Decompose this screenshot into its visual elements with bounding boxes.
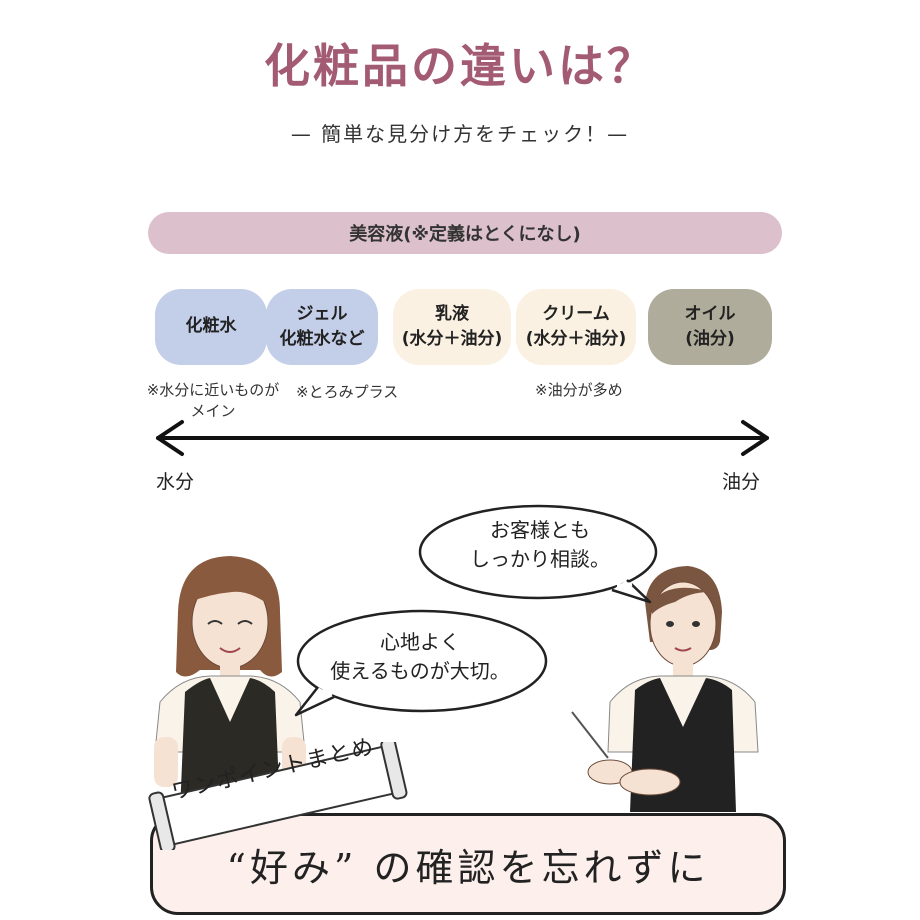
right-woman-illustration	[571, 566, 759, 812]
serum-bar: 美容液(※定義はとくになし)	[148, 212, 782, 254]
speech-upper-text: お客様とも しっかり相談。	[470, 518, 610, 571]
left-woman-illustration	[154, 556, 306, 812]
category-oil: オイル (油分)	[648, 289, 772, 365]
summary-box: “好み” の確認を忘れずに	[150, 813, 786, 915]
category-label: 乳液 (水分＋油分)	[401, 303, 503, 350]
note-thick: ※とろみプラス	[296, 383, 399, 401]
note-oil: ※油分が多め	[535, 381, 623, 399]
page-title: 化粧品の違いは？	[264, 39, 656, 93]
category-toner: 化粧水	[155, 289, 267, 365]
note-water: ※水分に近いものが メイン	[146, 381, 280, 420]
speech-middle-text: 心地よく 使えるものが大切。	[330, 630, 510, 683]
banner-scroll	[148, 742, 408, 850]
water-oil-axis-arrow	[156, 420, 769, 456]
category-milk: 乳液 (水分＋油分)	[393, 289, 511, 365]
category-label: ジェル 化粧水など	[279, 303, 365, 350]
speech-bubble-upper	[418, 504, 658, 604]
category-label: クリーム (水分＋油分)	[525, 303, 627, 350]
category-label: オイル (油分)	[684, 303, 736, 350]
category-label: 化粧水	[185, 316, 237, 337]
axis-label-oil: 油分	[722, 471, 761, 493]
page-subtitle: — 簡単な見分け方をチェック！—	[290, 122, 630, 146]
summary-text: “好み” の確認を忘れずに	[226, 845, 710, 890]
category-cream: クリーム (水分＋油分)	[516, 289, 636, 365]
axis-label-water: 水分	[156, 471, 195, 493]
speech-bubble-middle	[294, 609, 548, 717]
category-gel-toner: ジェル 化粧水など	[266, 289, 378, 365]
